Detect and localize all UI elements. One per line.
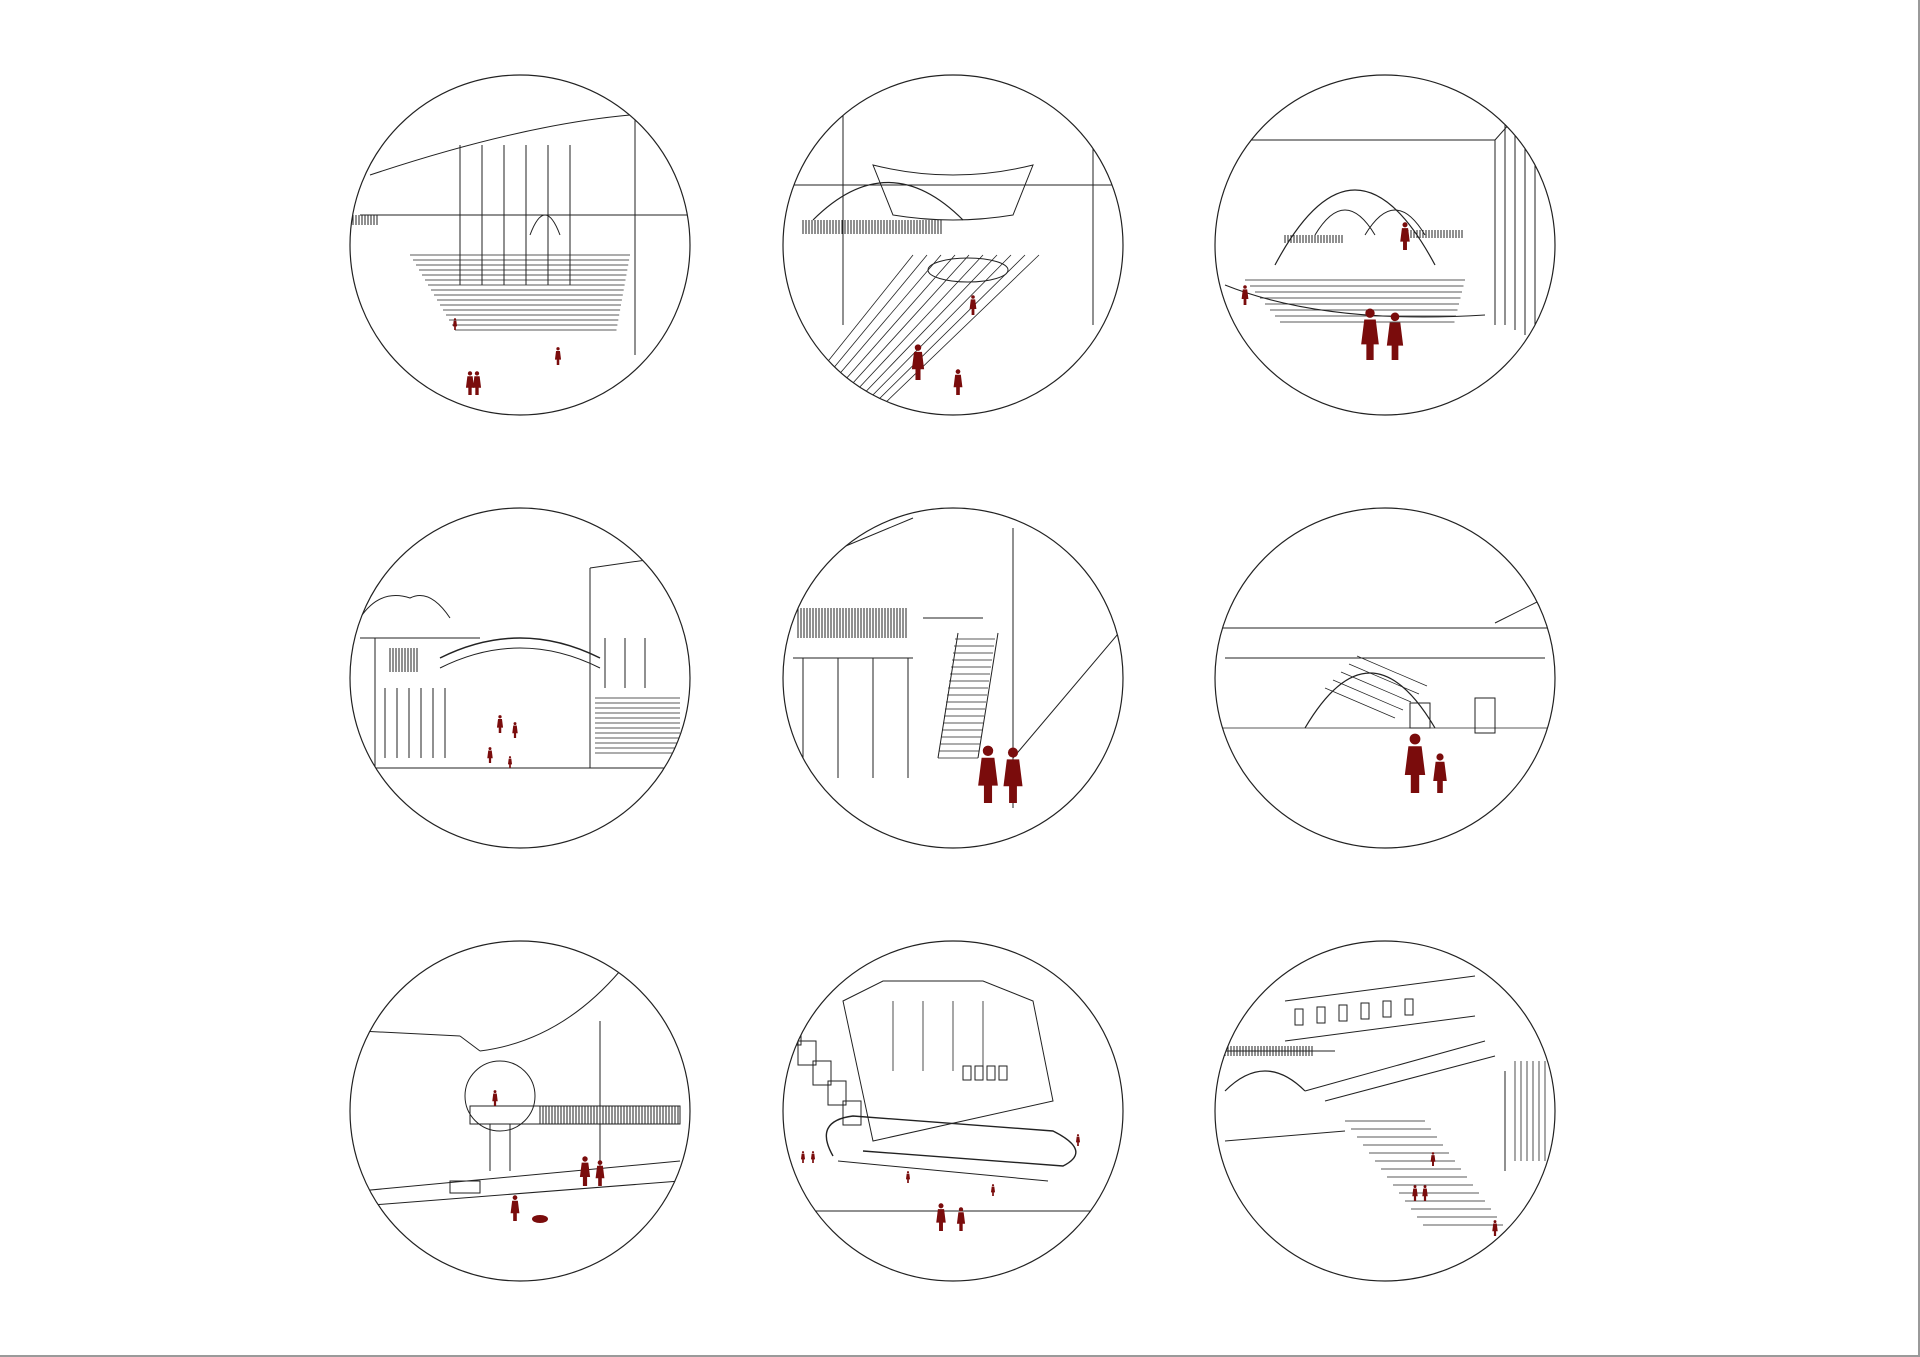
person-figure — [492, 1090, 498, 1106]
person-figure — [579, 1156, 591, 1186]
scene-street-courtyard-with-curved-bridge — [359, 557, 680, 769]
person-figure — [512, 722, 518, 738]
person-figure — [936, 1203, 946, 1231]
person-figure — [1552, 1212, 1555, 1226]
vignette-v8 — [782, 940, 1124, 1282]
scene-round-portal-with-walkway-and-dog-walker — [359, 970, 681, 1223]
person-figure — [554, 347, 562, 365]
scene-atrium-with-stair-and-walkers — [792, 517, 1123, 808]
scene-interior-with-arched-ceiling-and-ramp-stairs — [783, 75, 1123, 406]
person-figure — [953, 369, 963, 395]
person-figure — [956, 1207, 966, 1231]
person-figure — [496, 715, 504, 733]
vignette-v6 — [1214, 507, 1556, 849]
person-figure — [911, 344, 925, 380]
vignette-frame — [782, 74, 1124, 416]
scene-sloped-stepped-hall-with-columns — [350, 114, 690, 395]
person-figure — [800, 1151, 806, 1163]
person-figure — [810, 1151, 816, 1163]
scene-arched-portal-with-parent-and-child — [1220, 597, 1555, 793]
person-figure — [1075, 1134, 1081, 1146]
vignette-v5 — [782, 507, 1124, 849]
scene-terraced-courtyard-with-grand-stair — [1224, 975, 1555, 1236]
vignette-frame — [349, 940, 691, 1282]
person-figure — [487, 747, 493, 763]
person-figure — [978, 745, 998, 803]
person-figure — [595, 1160, 605, 1186]
person-figure — [905, 1171, 911, 1183]
person-figure — [1430, 1152, 1436, 1166]
person-figure — [452, 318, 458, 330]
person-figure — [1404, 733, 1426, 793]
vignette-frame — [1214, 507, 1556, 849]
vignette-frame — [349, 74, 691, 416]
person-figure — [969, 295, 977, 315]
vignette-v1 — [349, 74, 691, 416]
vignette-frame — [349, 507, 691, 849]
vignette-frame — [782, 507, 1124, 849]
person-figure — [1492, 1220, 1498, 1236]
vignette-frame — [1214, 74, 1556, 416]
person-figure — [990, 1184, 996, 1196]
vignette-v7 — [349, 940, 691, 1282]
person-figure — [465, 371, 475, 395]
person-figure — [507, 756, 513, 768]
person-figure — [1241, 285, 1249, 305]
person-figure — [1003, 747, 1023, 803]
person-figure — [1433, 753, 1447, 793]
scene-arched-hall-with-bridges-and-couple — [1224, 94, 1536, 360]
vignette-v4 — [349, 507, 691, 849]
vignette-v3 — [1214, 74, 1556, 416]
dog-figure — [532, 1215, 548, 1223]
vignette-frame — [782, 940, 1124, 1282]
vignette-frame — [1214, 940, 1556, 1282]
vignette-v9 — [1214, 940, 1556, 1282]
person-figure — [1386, 312, 1404, 360]
person-figure — [1412, 1185, 1418, 1201]
person-figure — [1361, 308, 1379, 360]
person-figure — [472, 371, 482, 395]
vignette-v2 — [782, 74, 1124, 416]
scene-aerial-view-of-buildings-with-looping-ramp — [783, 980, 1113, 1231]
person-figure — [1422, 1185, 1428, 1201]
person-figure — [1400, 222, 1410, 250]
person-figure — [510, 1195, 520, 1221]
